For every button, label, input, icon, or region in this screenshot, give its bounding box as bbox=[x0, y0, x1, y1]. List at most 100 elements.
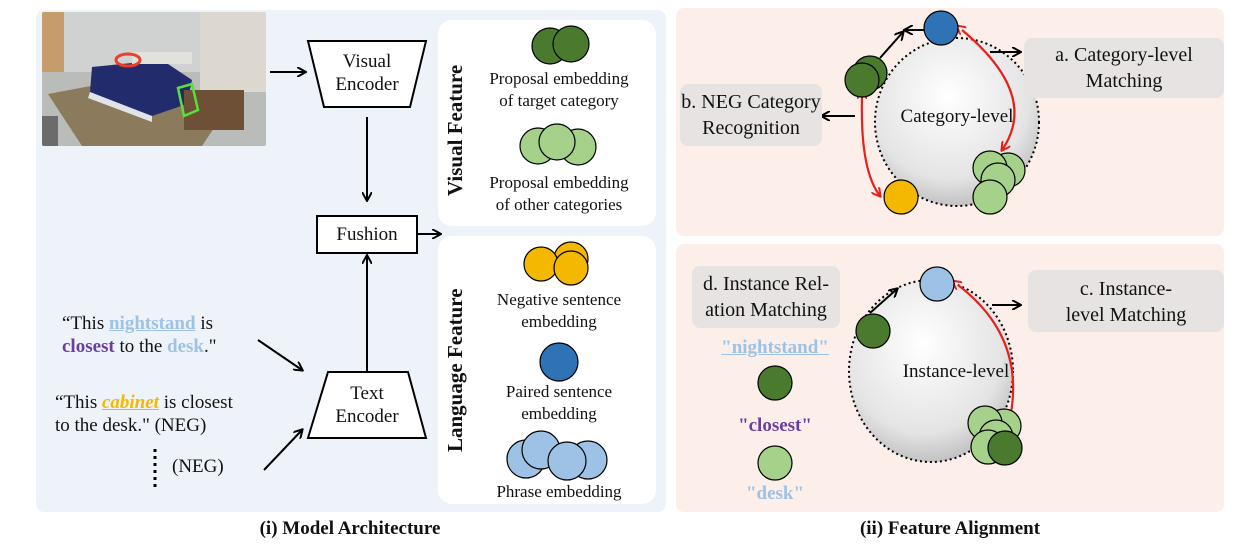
fusion-block bbox=[316, 215, 418, 254]
phrase-closest: "closest" bbox=[738, 415, 812, 436]
red-pull-arrow-instance bbox=[958, 285, 1013, 427]
red-pull-arrow-category bbox=[962, 30, 1016, 150]
photo-curtain bbox=[200, 12, 266, 92]
photo-bed-frame bbox=[88, 92, 152, 122]
photo-bed bbox=[90, 60, 192, 116]
anchor-word: desk bbox=[167, 336, 204, 357]
embedding-circle bbox=[523, 246, 559, 282]
negative-sentence-embeddings bbox=[523, 241, 589, 286]
label-line: c. Instance- bbox=[1079, 278, 1173, 300]
positive-sentence: “This nightstand is closest to the desk.… bbox=[62, 312, 217, 358]
photo-chair bbox=[42, 116, 58, 146]
embedding-circle bbox=[972, 179, 1008, 215]
category-level-matching-label: a. Category-level Matching bbox=[1024, 38, 1224, 98]
target-node-front bbox=[844, 62, 880, 98]
neg-to-text-encoder-arrow bbox=[263, 430, 302, 471]
photo-headboard bbox=[132, 52, 192, 64]
sentence-text: “This bbox=[55, 392, 102, 413]
photo-door bbox=[42, 12, 64, 72]
sentence-text: to the bbox=[114, 336, 168, 357]
sentence-text: is closest bbox=[158, 392, 233, 413]
photo-green-box bbox=[176, 82, 200, 118]
instance-proposal-cluster bbox=[967, 405, 1023, 466]
text-encoder-line-2: Encoder bbox=[335, 406, 399, 427]
red-push-arrow-category bbox=[862, 97, 880, 196]
negative-word: cabinet bbox=[101, 392, 159, 413]
feature-alignment-caption: (ii) Feature Alignment bbox=[859, 518, 1041, 539]
other-proposal-label: Proposal embedding of other categories bbox=[466, 172, 652, 216]
embedding-circle bbox=[553, 250, 589, 286]
phrase-node bbox=[919, 266, 955, 302]
visual-encoder-label: Visual Encoder bbox=[318, 50, 416, 96]
target-node-instance bbox=[855, 313, 891, 349]
model-architecture-caption: (i) Model Architecture bbox=[259, 518, 441, 539]
negative-sentence-line-2: to the desk." (NEG) bbox=[55, 415, 207, 436]
visual-encoder-line-1: Visual bbox=[342, 51, 392, 72]
instance-level-matching-label: c. Instance- level Matching bbox=[1028, 270, 1224, 332]
green-to-center-arrow-instance bbox=[869, 289, 897, 314]
embedding-circle bbox=[547, 441, 587, 481]
text-encoder-block bbox=[306, 371, 428, 439]
label-line: b. NEG Category bbox=[681, 91, 821, 113]
label-line: Proposal embedding bbox=[489, 173, 629, 192]
label-line: a. Category-level bbox=[1055, 44, 1193, 66]
instance-relation-matching-label: d. Instance Rel- ation Matching bbox=[692, 266, 840, 328]
label-line: embedding bbox=[521, 312, 597, 331]
scene-photo bbox=[42, 12, 266, 146]
label-line: Proposal embedding bbox=[489, 69, 629, 88]
label-line: Paired sentence bbox=[505, 382, 613, 401]
label-line: Phrase embedding bbox=[496, 482, 622, 501]
text-encoder-label: Text Encoder bbox=[318, 382, 416, 428]
negative-sentence-node bbox=[883, 179, 919, 215]
target-proposal-label: Proposal embedding of target category bbox=[466, 68, 652, 112]
visual-feature-title: Visual Feature bbox=[443, 64, 467, 196]
green-to-center-arrow bbox=[879, 32, 903, 59]
visual-encoder-block bbox=[306, 40, 428, 108]
phrase-desk: "desk" bbox=[745, 483, 805, 504]
sentence-text: ." bbox=[203, 336, 217, 357]
relation-word: closest bbox=[62, 336, 115, 357]
target-word: nightstand bbox=[108, 313, 196, 334]
phrase-nightstand: "nightstand" bbox=[721, 337, 829, 358]
target-instance-node bbox=[987, 430, 1023, 466]
paired-sentence-embedding-label: Paired sentence embedding bbox=[466, 381, 652, 425]
relation-target-node bbox=[757, 365, 793, 401]
label-line: d. Instance Rel- bbox=[702, 273, 830, 295]
visual-encoder-line-2: Encoder bbox=[335, 74, 399, 95]
label-line: ation Matching bbox=[705, 299, 827, 321]
paired-sentence-node bbox=[923, 10, 959, 46]
photo-red-box bbox=[114, 52, 142, 68]
target-category-proposals bbox=[531, 25, 590, 65]
label-line: level Matching bbox=[1065, 304, 1187, 326]
negative-sentence: “This cabinet is closest to the desk." (… bbox=[55, 391, 233, 437]
negative-sentence-line-1: “This cabinet is closest bbox=[55, 391, 233, 414]
embedding-circle bbox=[538, 123, 576, 161]
neg-category-recognition-label: b. NEG Category Recognition bbox=[680, 84, 822, 146]
label-line: Matching bbox=[1085, 70, 1163, 92]
relation-anchor-node bbox=[757, 445, 793, 481]
category-level-sphere-label: Category-level bbox=[900, 106, 1014, 127]
label-line: Recognition bbox=[702, 117, 800, 139]
other-category-nodes bbox=[972, 150, 1026, 215]
fusion-label: Fushion bbox=[336, 224, 398, 245]
positive-sentence-line-2: closest to the desk." bbox=[62, 335, 217, 358]
sentence-text: “This bbox=[62, 313, 109, 334]
text-encoder-line-1: Text bbox=[350, 383, 384, 404]
sentence-text: is bbox=[195, 313, 214, 334]
paired-sentence-embedding bbox=[539, 342, 579, 382]
label-line: of target category bbox=[499, 91, 619, 110]
other-category-proposals bbox=[519, 123, 597, 166]
language-feature-title: Language Feature bbox=[443, 288, 467, 452]
more-negatives-label: (NEG) bbox=[172, 456, 224, 477]
instance-level-sphere-label: Instance-level bbox=[902, 361, 1010, 382]
label-line: Negative sentence bbox=[496, 290, 622, 309]
phrase-embedding-label: Phrase embedding bbox=[466, 481, 652, 503]
scene-photo-drawing bbox=[42, 12, 266, 146]
label-line: embedding bbox=[521, 404, 597, 423]
negative-sentence-embedding-label: Negative sentence embedding bbox=[466, 289, 652, 333]
embedding-circle bbox=[552, 25, 590, 63]
sentence-to-text-encoder-arrow bbox=[257, 339, 302, 370]
phrase-embeddings bbox=[506, 430, 608, 481]
positive-sentence-line-1: “This nightstand is bbox=[62, 312, 217, 335]
